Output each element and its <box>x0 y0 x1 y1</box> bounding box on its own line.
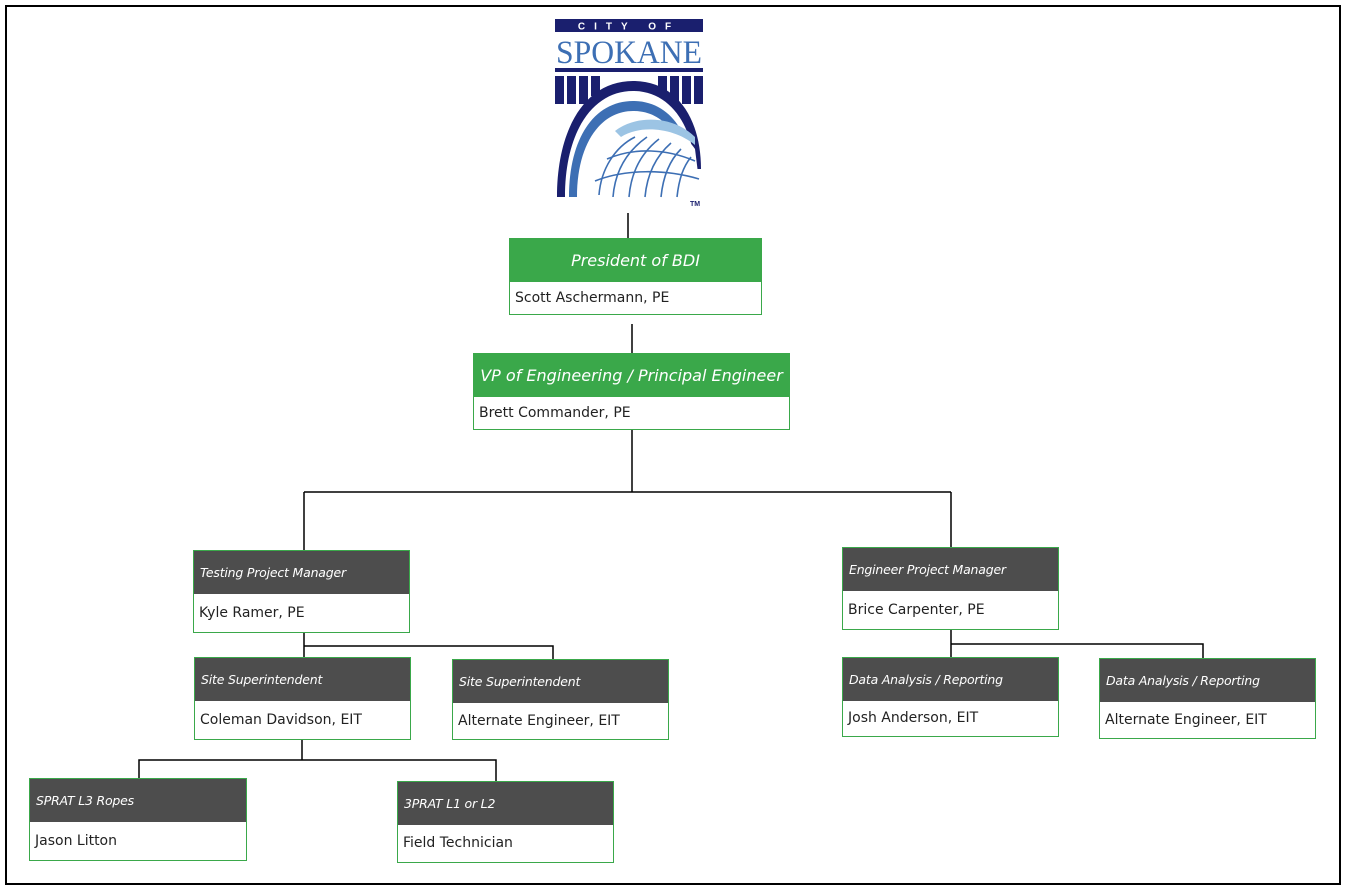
node-president[interactable]: President of BDI Scott Aschermann, PE <box>509 238 762 315</box>
node-sprat-l1-l2[interactable]: 3PRAT L1 or L2 Field Technician <box>397 781 614 863</box>
logo-name: SPOKANE <box>556 35 702 71</box>
node-data-analysis-1-title: Data Analysis / Reporting <box>843 658 1058 701</box>
connector-testing-pm-supers <box>303 633 554 660</box>
logo-trademark: TM <box>690 201 700 207</box>
node-site-superintendent-2[interactable]: Site Superintendent Alternate Engineer, … <box>452 659 669 740</box>
node-sprat-l1-l2-name: Field Technician <box>403 835 513 851</box>
node-testing-project-manager-title: Testing Project Manager <box>194 551 409 594</box>
node-testing-project-manager[interactable]: Testing Project Manager Kyle Ramer, PE <box>193 550 410 633</box>
node-site-superintendent-1[interactable]: Site Superintendent Coleman Davidson, EI… <box>194 657 411 740</box>
node-vp[interactable]: VP of Engineering / Principal Engineer B… <box>473 353 790 430</box>
connector-super-sprat <box>138 740 497 782</box>
node-sprat-l1-l2-title: 3PRAT L1 or L2 <box>398 782 613 825</box>
node-data-analysis-1-name: Josh Anderson, EIT <box>848 710 979 726</box>
connector-engineer-pm-analysts <box>950 630 1204 658</box>
connector-vp-managers <box>303 430 952 551</box>
node-sprat-l3-ropes-name: Jason Litton <box>35 832 117 849</box>
city-of-spokane-logo: CITY OF SPOKANE TM <box>555 19 703 207</box>
node-sprat-l3-ropes[interactable]: SPRAT L3 Ropes Jason Litton <box>29 778 247 861</box>
node-sprat-l3-ropes-title: SPRAT L3 Ropes <box>30 779 246 822</box>
node-vp-title: VP of Engineering / Principal Engineer <box>474 354 789 397</box>
node-president-title: President of BDI <box>510 239 761 282</box>
node-site-superintendent-1-name: Coleman Davidson, EIT <box>200 711 362 728</box>
node-data-analysis-2-title: Data Analysis / Reporting <box>1100 659 1315 702</box>
node-data-analysis-2[interactable]: Data Analysis / Reporting Alternate Engi… <box>1099 658 1316 739</box>
node-site-superintendent-2-name: Alternate Engineer, EIT <box>458 712 620 729</box>
node-testing-project-manager-name: Kyle Ramer, PE <box>199 604 305 621</box>
node-engineer-project-manager[interactable]: Engineer Project Manager Brice Carpenter… <box>842 547 1059 630</box>
node-president-name: Scott Aschermann, PE <box>515 289 670 306</box>
node-vp-name: Brett Commander, PE <box>479 404 631 421</box>
node-engineer-project-manager-name: Brice Carpenter, PE <box>848 601 985 618</box>
node-data-analysis-2-name: Alternate Engineer, EIT <box>1105 711 1267 728</box>
node-site-superintendent-1-title: Site Superintendent <box>195 658 410 701</box>
node-engineer-project-manager-title: Engineer Project Manager <box>843 548 1058 591</box>
node-site-superintendent-2-title: Site Superintendent <box>453 660 668 703</box>
node-data-analysis-1[interactable]: Data Analysis / Reporting Josh Anderson,… <box>842 657 1059 737</box>
logo-top-text: CITY OF <box>578 22 680 33</box>
